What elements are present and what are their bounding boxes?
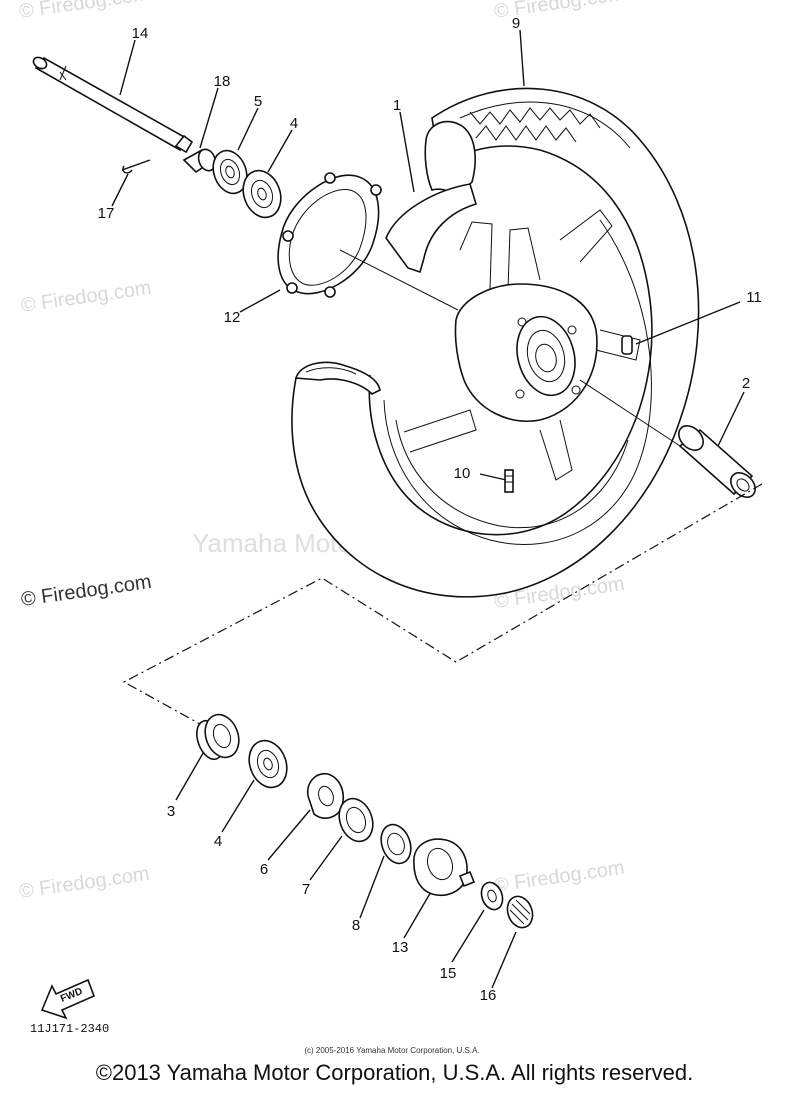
label-11: 11 <box>746 289 762 306</box>
watermark-firedog: © Firedog.com <box>18 0 151 23</box>
bearing-part-5 <box>212 149 248 195</box>
label-1: 1 <box>393 97 401 114</box>
watermark-firedog: © Firedog.com <box>20 277 153 317</box>
watermark-firedog: © Firedog.com <box>18 863 151 903</box>
label-2: 2 <box>742 375 750 392</box>
label-16: 16 <box>480 987 497 1004</box>
washer-part-15 <box>480 881 504 911</box>
label-7: 7 <box>302 881 310 898</box>
label-6: 6 <box>260 861 268 878</box>
label-13: 13 <box>392 939 409 956</box>
label-5: 5 <box>254 93 262 110</box>
watermark-firedog: © Firedog.com <box>493 857 626 897</box>
label-15: 15 <box>440 965 457 982</box>
label-9: 9 <box>512 15 520 32</box>
label-18: 18 <box>214 73 231 90</box>
part-labels: 14 18 5 4 17 12 9 1 11 2 10 3 4 6 7 8 13… <box>98 15 762 1004</box>
copyright-notice: ©2013 Yamaha Motor Corporation, U.S.A. A… <box>95 1060 694 1085</box>
meter-gear-unit-part-13 <box>413 838 476 896</box>
rim-part-1 <box>385 183 477 274</box>
cotter-pin-part-17 <box>121 159 151 174</box>
leader-lines <box>111 29 763 989</box>
disc-flange-part-12 <box>277 172 382 298</box>
valve-part-10 <box>504 469 514 493</box>
oil-seal-part-7 <box>338 797 374 843</box>
label-14: 14 <box>132 25 149 42</box>
axle-part-14 <box>32 56 194 154</box>
label-4-lower: 4 <box>214 833 222 850</box>
label-4: 4 <box>290 115 298 132</box>
label-8: 8 <box>352 917 360 934</box>
bearing-part-8 <box>380 823 412 865</box>
oil-seal-part-3 <box>196 713 240 761</box>
copyright-small: (c) 2005-2016 Yamaha Motor Corporation, … <box>304 1046 479 1055</box>
clutch-retainer-part-6 <box>306 772 344 819</box>
bearing-part-4-lower <box>248 739 288 789</box>
fwd-arrow-icon: FWD <box>40 978 96 1020</box>
collar-part-2 <box>678 425 756 498</box>
diagram-code: 11J171-2340 <box>30 1022 109 1036</box>
tire-part-9 <box>291 87 700 598</box>
label-12: 12 <box>224 309 241 326</box>
nut-part-16 <box>506 895 534 929</box>
wheel-assembly <box>291 87 700 598</box>
watermark-firedog-main: © Firedog.com <box>20 571 153 611</box>
label-3: 3 <box>167 803 175 820</box>
label-10: 10 <box>454 465 471 482</box>
bearing-part-4-upper <box>242 169 282 219</box>
balance-weight-part-11 <box>621 335 633 355</box>
label-17: 17 <box>98 205 115 222</box>
